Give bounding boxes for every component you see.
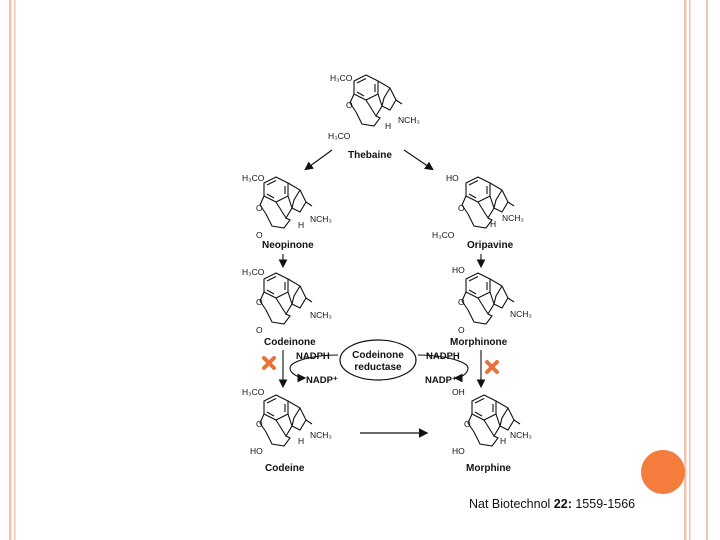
morphine-structure: OH O NCH₃ H HO	[452, 387, 532, 456]
neopinone-structure: H₃CO O NCH₃ H O	[242, 173, 332, 240]
enzyme-ellipse	[339, 339, 417, 381]
morphinone-atom-ho: HO	[452, 265, 465, 275]
arrow-thebaine-to-oripavine	[403, 149, 434, 171]
cross-icon-right	[485, 360, 499, 374]
enzyme-label-line2: reductase	[354, 362, 402, 373]
morphine-atom-nch3: NCH₃	[510, 430, 532, 440]
thebaine-atom-o: O	[346, 100, 353, 110]
codeine-atom-ho: HO	[250, 446, 263, 456]
cofactor-nadph-right: NADPH	[426, 351, 460, 362]
citation-pages: 1559-1566	[575, 497, 636, 511]
orange-circle	[641, 450, 685, 494]
arrow-thebaine-to-neopinone	[304, 149, 333, 171]
morphinone-atom-keto-o: O	[458, 325, 465, 335]
thebaine-atom-nch3: NCH₃	[398, 115, 420, 125]
frame-left-line-outer	[9, 0, 12, 540]
morphine-atom-ho: HO	[452, 446, 465, 456]
thebaine-structure: H₃CO O NCH₃ H H₃CO	[328, 73, 420, 141]
frame-right-line-inner	[684, 0, 687, 540]
citation-volume: 22:	[553, 497, 572, 511]
label-morphine: Morphine	[466, 463, 511, 474]
neopinone-atom-h: H	[298, 220, 304, 230]
morphinone-atom-o: O	[458, 297, 465, 307]
codeinone-atom-keto-o: O	[256, 325, 263, 335]
cofactor-nadp-left: NADP⁺	[306, 375, 338, 386]
codeine-atom-o: O	[256, 419, 263, 429]
neopinone-atom-nch3: NCH₃	[310, 214, 332, 224]
label-morphinone: Morphinone	[450, 337, 508, 348]
codeine-atom-h: H	[298, 436, 304, 446]
cofactor-nadp-right: NADP⁺	[425, 375, 457, 386]
morphinone-atom-nch3: NCH₃	[510, 309, 532, 319]
cofactor-nadph-left: NADPH	[296, 351, 330, 362]
thebaine-atom-h3co-bottom: H₃CO	[328, 131, 351, 141]
codeinone-atom-nch3: NCH₃	[310, 310, 332, 320]
codeine-atom-nch3: NCH₃	[310, 430, 332, 440]
label-codeine: Codeine	[265, 463, 305, 474]
morphine-atom-oh: OH	[452, 387, 465, 397]
codeinone-atom-h3co: H₃CO	[242, 267, 265, 277]
frame-right-line-outer	[706, 0, 708, 540]
morphine-atom-h: H	[500, 436, 506, 446]
oripavine-atom-h: H	[490, 219, 496, 229]
morphine-atom-o: O	[464, 419, 471, 429]
citation-journal: Nat Biotechnol	[469, 497, 551, 511]
neopinone-atom-o: O	[256, 203, 263, 213]
oripavine-structure: HO O NCH₃ H H₃CO	[432, 173, 524, 240]
arrow-right-cofactor-curve	[417, 354, 469, 383]
label-codeinone: Codeinone	[264, 337, 316, 348]
codeine-structure: H₃CO O NCH₃ H HO	[242, 387, 332, 456]
neopinone-atom-keto-o: O	[256, 230, 263, 240]
enzyme-label-line1: Codeinone	[352, 350, 404, 361]
frame-right-line-mid	[689, 0, 691, 540]
label-neopinone: Neopinone	[262, 240, 314, 251]
label-thebaine: Thebaine	[348, 150, 392, 161]
citation: Nat Biotechnol 22: 1559-1566	[469, 497, 635, 511]
codeinone-structure: H₃CO O NCH₃ O	[242, 267, 332, 335]
label-oripavine: Oripavine	[467, 240, 514, 251]
oripavine-atom-ho: HO	[446, 173, 459, 183]
oripavine-atom-h3co: H₃CO	[432, 230, 455, 240]
neopinone-atom-h3co: H₃CO	[242, 173, 265, 183]
frame-left-line-inner	[14, 0, 16, 540]
codeine-atom-h3co: H₃CO	[242, 387, 265, 397]
arrow-left-cofactor-curve	[289, 354, 339, 383]
thebaine-atom-h: H	[385, 121, 391, 131]
codeinone-atom-o: O	[256, 297, 263, 307]
oripavine-atom-nch3: NCH₃	[502, 213, 524, 223]
thebaine-atom-h3co-top: H₃CO	[330, 73, 353, 83]
cross-icon-left	[262, 356, 276, 370]
morphinone-structure: HO O NCH₃ O	[452, 265, 532, 335]
oripavine-atom-o: O	[458, 203, 465, 213]
